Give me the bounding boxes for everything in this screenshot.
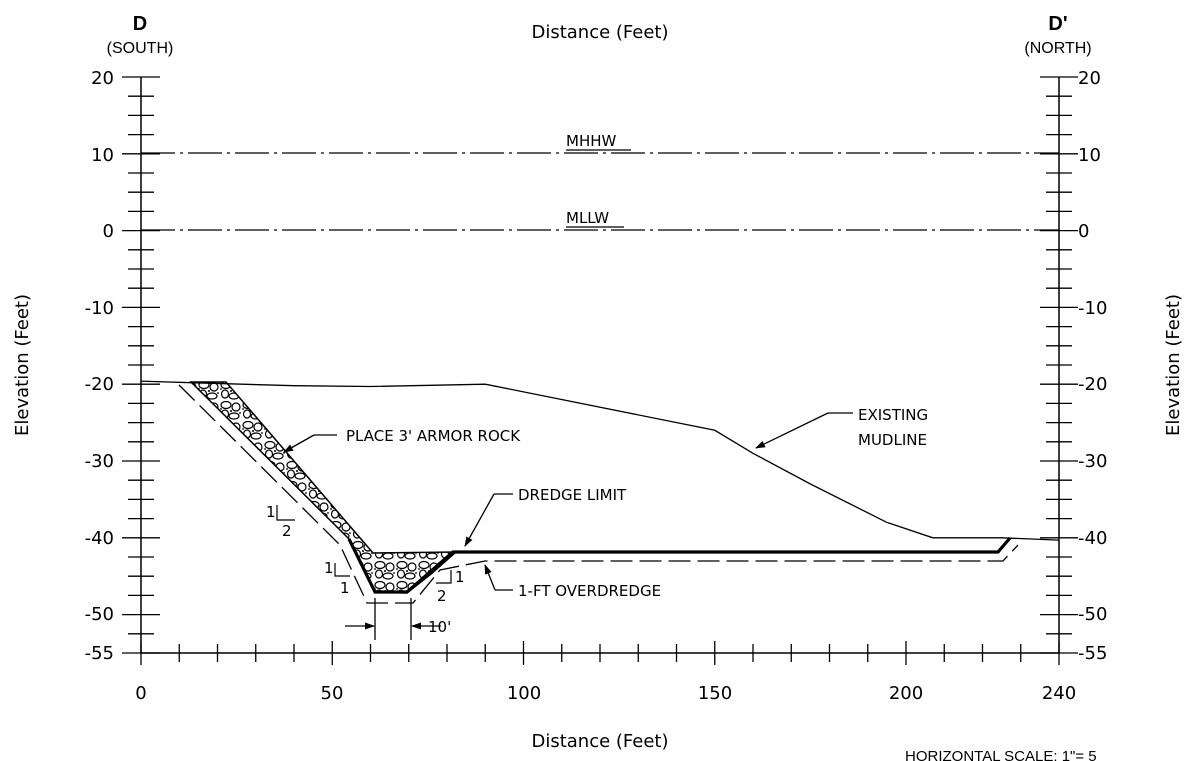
x-tick-label: 100 — [507, 683, 541, 704]
slope-right-v: 1 — [455, 568, 465, 586]
slope-lower-left-mark — [334, 563, 350, 577]
dredge-limit-arrow — [464, 493, 495, 547]
slope-upper-mark — [276, 505, 295, 521]
dredge-limit-label: DREDGE LIMIT — [518, 486, 627, 504]
overdredge-arrow — [484, 564, 496, 591]
y-tick-label: -55 — [85, 643, 114, 664]
mllw-label: MLLW — [566, 209, 609, 227]
y-tick-label: -20 — [85, 374, 114, 395]
x-tick-label: 50 — [321, 683, 344, 704]
x-tick-label: 200 — [889, 683, 923, 704]
existing-mudline — [140, 380, 1060, 541]
dredge-limit-line — [347, 536, 1012, 594]
mudline-label-1: EXISTING — [858, 406, 928, 424]
axis-ticks — [122, 76, 1078, 665]
y-tick-label: 10 — [91, 145, 114, 166]
y-axis-title-left: Elevation (Feet) — [12, 294, 33, 436]
y-tick-label: 20 — [1078, 68, 1101, 89]
mhhw-label: MHHW — [566, 132, 617, 150]
slope-indicator-right: 1 2 — [436, 568, 465, 605]
section-left-direction: (SOUTH) — [107, 40, 174, 57]
overdredge-line — [178, 384, 1019, 604]
section-left-letter: D — [133, 13, 147, 35]
mudline-label-2: MUDLINE — [858, 431, 927, 449]
slope-upper-v: 1 — [266, 503, 276, 521]
y-tick-label: -40 — [1078, 528, 1107, 549]
y-tick-label: -50 — [85, 604, 114, 625]
y-tick-label: -20 — [1078, 374, 1107, 395]
horizontal-scale-note: HORIZONTAL SCALE: 1"= 5 — [905, 748, 1097, 761]
slope-right-h: 2 — [437, 587, 447, 605]
x-axis-title-top: Distance (Feet) — [531, 22, 668, 43]
slope-indicator-upper: 1 2 — [266, 503, 295, 540]
y-tick-label: -30 — [1078, 451, 1107, 472]
y-tick-label: -55 — [1078, 643, 1107, 664]
y-tick-label: 0 — [103, 221, 114, 242]
y-axis-title-right: Elevation (Feet) — [1163, 294, 1184, 436]
overdredge-label: 1-FT OVERDREDGE — [518, 582, 661, 600]
y-tick-label: 20 — [91, 68, 114, 89]
y-tick-labels-right: 20 10 0 -10 -20 -30 -40 -50 -55 — [1078, 68, 1107, 664]
x-axis-title-bottom: Distance (Feet) — [531, 731, 668, 752]
y-tick-label: -40 — [85, 528, 114, 549]
y-tick-label: 0 — [1078, 221, 1089, 242]
section-right-letter: D' — [1048, 13, 1067, 35]
y-tick-labels-left: 20 10 0 -10 -20 -30 -40 -50 -55 — [85, 68, 114, 664]
y-tick-label: -10 — [85, 298, 114, 319]
y-tick-label: -30 — [85, 451, 114, 472]
x-tick-labels: 0 50 100 150 200 240 — [135, 683, 1076, 704]
slope-indicator-lower-left: 1 1 — [324, 559, 350, 597]
armor-rock-arrow — [283, 434, 315, 453]
x-tick-label: 0 — [135, 683, 146, 704]
slope-right-mark — [436, 570, 452, 584]
y-tick-label: -50 — [1078, 604, 1107, 625]
section-right-direction: (NORTH) — [1024, 40, 1091, 57]
y-tick-label: -10 — [1078, 298, 1107, 319]
x-tick-label: 240 — [1042, 683, 1076, 704]
slope-lower-left-v: 1 — [324, 559, 334, 577]
slope-upper-h: 2 — [282, 522, 292, 540]
x-tick-label: 150 — [698, 683, 732, 704]
mudline-arrow — [755, 412, 829, 449]
y-tick-label: 10 — [1078, 145, 1101, 166]
slope-lower-left-h: 1 — [340, 579, 350, 597]
bottom-width-label: 10' — [428, 618, 451, 636]
armor-rock-label: PLACE 3' ARMOR ROCK — [346, 427, 521, 445]
